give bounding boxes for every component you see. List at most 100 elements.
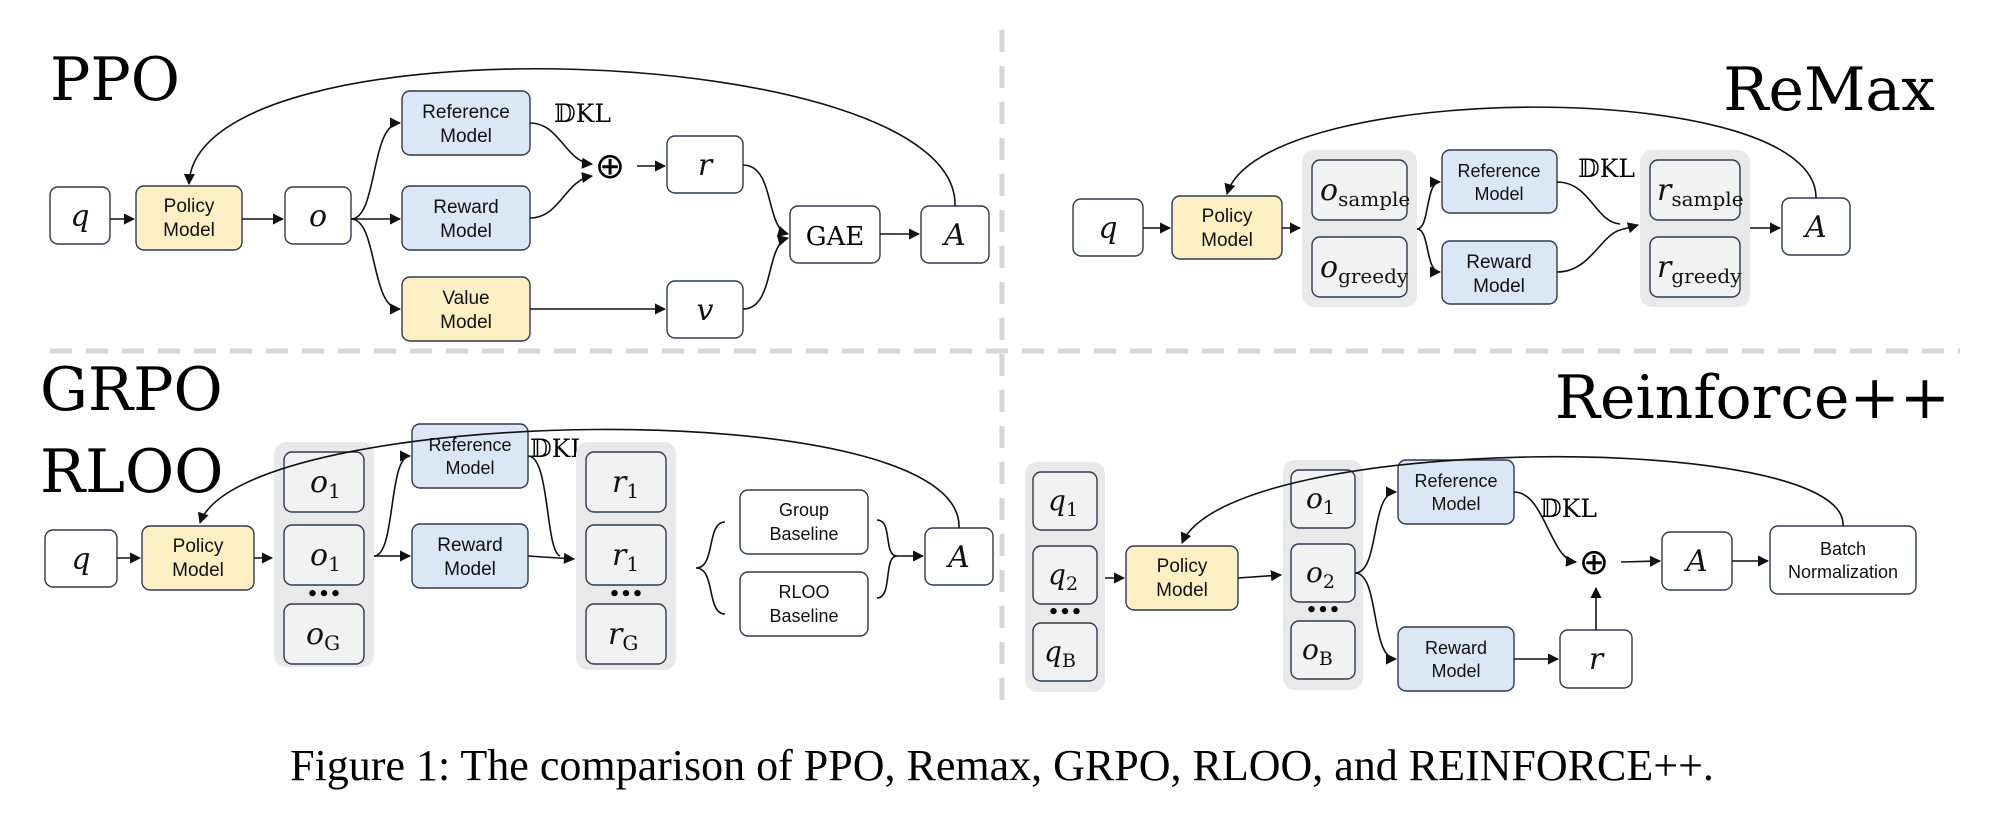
ppo-a-label: A — [941, 218, 966, 253]
ppo-add-symbol: ⊕ — [595, 146, 625, 187]
ppo-q-box — [49, 186, 111, 245]
grpo-left-brace — [695, 521, 726, 615]
reinforce-edge-outputs-reference — [1354, 486, 1398, 574]
reinforce-edge-reference-add — [1513, 491, 1578, 567]
reinforce-query-dots: ••• — [1048, 602, 1083, 623]
reinforce-output-box-3 — [1290, 620, 1356, 680]
ppo-gae-label: GAE — [806, 222, 865, 252]
reinforce-query-label-1: q1 — [1048, 484, 1078, 521]
reinforce-reward-model — [1397, 626, 1515, 692]
remax-reference-label-1: Reference — [1457, 161, 1540, 181]
remax-reward-label-2: Model — [1473, 276, 1525, 297]
grpo-rloo-baseline — [739, 571, 869, 637]
grpo-reference-label-1: Reference — [428, 435, 511, 455]
reinforce-title: Reinforce++ — [1555, 363, 1950, 433]
grpo-reward-label-2: Model — [444, 559, 496, 580]
grpo-q-label: q — [71, 542, 90, 577]
ppo-edge-reward-add — [529, 171, 594, 219]
grpo-reward-box-1 — [585, 451, 667, 513]
reinforce-output-label-3: oB — [1302, 633, 1333, 670]
ppo-value-label-1: Value — [442, 288, 489, 309]
ppo-reference-label-2: Model — [440, 126, 492, 147]
ppo-reference-label-1: Reference — [422, 102, 510, 123]
reinforce-reward-label-1: Reward — [1425, 638, 1487, 658]
grpo-rloo-baseline-label-1: RLOO — [778, 582, 829, 602]
remax-edge-reward-rewards — [1556, 222, 1640, 273]
remax-o-greedy-box — [1311, 236, 1408, 298]
grpo-reference-model — [411, 423, 529, 489]
reinforce-output-box-1 — [1290, 469, 1356, 529]
reinforce-edge-outputs-reward — [1354, 572, 1398, 665]
grpo-output-label-2: o1 — [310, 538, 341, 576]
reinforce-policy-label-2: Model — [1156, 580, 1208, 601]
grpo-edge-reference-join — [527, 455, 561, 557]
grpo-output-box-3 — [283, 603, 365, 665]
reinforce-edge-batchnorm-policy — [1180, 455, 1844, 545]
rloo-title: RLOO — [40, 437, 223, 507]
grpo-reward-box-3 — [585, 603, 667, 665]
grpo-title: GRPO — [40, 355, 223, 425]
reinforce-query-label-3: qB — [1044, 635, 1076, 672]
grpo-output-box-2 — [283, 524, 365, 586]
grpo-group-baseline-label-2: Baseline — [769, 524, 838, 544]
grpo-reward-value-3: rG — [608, 617, 638, 655]
grpo-edge-reward-rewards — [527, 552, 576, 564]
remax-a-label: A — [1802, 210, 1827, 245]
reinforce-batch-norm-label-2: Normalization — [1788, 562, 1898, 582]
ppo-r-label: r — [698, 148, 714, 183]
grpo-reward-value-1: r1 — [612, 465, 639, 503]
reinforce-edge-policy-outputs — [1237, 570, 1283, 582]
remax-reference-label-2: Model — [1474, 184, 1523, 204]
remax-r-sample-label: rsample — [1657, 173, 1744, 211]
reinforce-query-box-1 — [1032, 471, 1098, 531]
remax-r-sample-box — [1649, 159, 1741, 221]
grpo-policy-label-2: Model — [172, 560, 224, 581]
reinforce-add-symbol: ⊕ — [1579, 542, 1609, 583]
remax-edge-reference-join — [1556, 181, 1621, 225]
reinforce-reference-model — [1397, 459, 1515, 525]
remax-edge-outputs-reference — [1416, 176, 1442, 230]
grpo-reward-value-2: r1 — [612, 538, 639, 576]
remax-dkl-label: 𝔻KL — [1578, 154, 1635, 183]
ppo-reward-label-2: Model — [440, 221, 492, 242]
grpo-panel: GRPO RLOO q Policy Model o1 o1 ••• oG Re… — [40, 355, 994, 670]
grpo-policy-label-1: Policy — [173, 536, 224, 557]
ppo-edge-r-gae — [742, 164, 790, 237]
reinforce-output-dots: ••• — [1306, 600, 1341, 621]
remax-policy-label-2: Model — [1201, 230, 1253, 251]
reinforce-output-label-2: o2 — [1306, 556, 1335, 593]
grpo-edge-outputs-reference — [373, 450, 412, 557]
reinforce-reward-label-2: Model — [1431, 661, 1480, 681]
reinforce-query-box-2 — [1032, 545, 1098, 605]
reinforce-reference-label-1: Reference — [1414, 471, 1497, 491]
remax-title: ReMax — [1723, 55, 1935, 125]
grpo-rloo-baseline-label-2: Baseline — [769, 606, 838, 626]
grpo-output-dots: ••• — [307, 584, 342, 605]
remax-r-greedy-label: rgreedy — [1657, 250, 1742, 288]
ppo-edge-v-gae — [742, 235, 790, 310]
ppo-o-box — [284, 186, 352, 245]
ppo-edge-o-value — [350, 218, 402, 315]
reinforce-reference-label-2: Model — [1431, 494, 1480, 514]
ppo-edge-o-reference — [350, 117, 402, 220]
remax-reward-label-1: Reward — [1466, 252, 1531, 273]
remax-o-sample-box — [1311, 159, 1408, 221]
grpo-edge-a-policy — [197, 428, 960, 529]
grpo-reward-label-1: Reward — [437, 535, 502, 556]
reinforce-query-label-2: q2 — [1048, 558, 1078, 595]
reinforce-a-label: A — [1683, 544, 1708, 579]
figure-caption: Figure 1: The comparison of PPO, Remax, … — [290, 741, 1714, 790]
remax-r-greedy-box — [1649, 236, 1741, 298]
ppo-title: PPO — [50, 45, 180, 115]
grpo-output-label-1: o1 — [310, 465, 341, 503]
ppo-reward-label-1: Reward — [433, 197, 498, 218]
remax-panel: ReMax q Policy Model osample ogreedy Ref… — [1072, 55, 1935, 307]
remax-edge-a-policy — [1224, 106, 1817, 199]
remax-o-greedy-label: ogreedy — [1320, 250, 1409, 288]
ppo-q-label: q — [70, 199, 89, 234]
reinforce-panel: Reinforce++ q1 q2 ••• qB Policy Model o1… — [1025, 363, 1950, 692]
ppo-v-label: v — [697, 293, 714, 328]
remax-o-sample-label: osample — [1320, 173, 1410, 211]
remax-edge-outputs-reward — [1416, 228, 1442, 278]
grpo-right-brace — [876, 519, 898, 599]
